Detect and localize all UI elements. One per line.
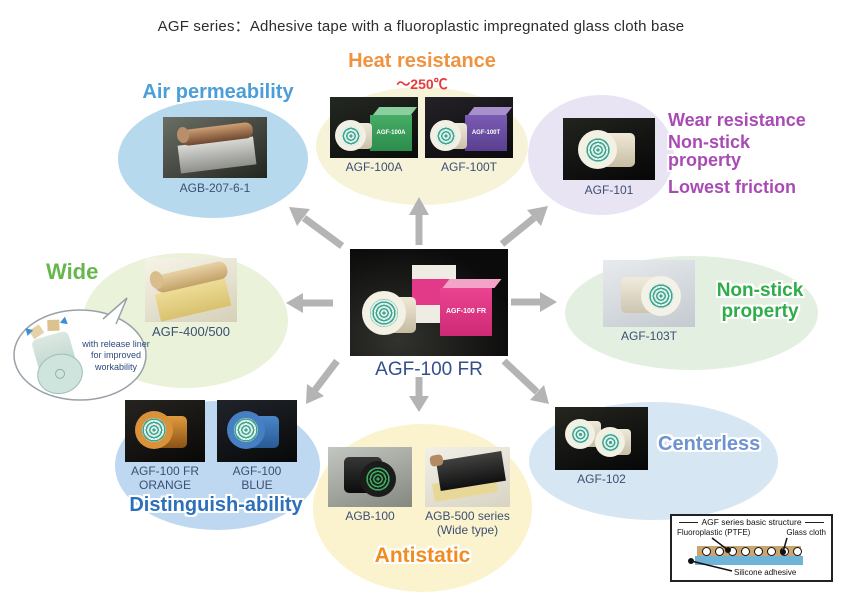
agf-100-blue-product-photo [217, 400, 297, 462]
arrow-up-left-icon [289, 207, 345, 249]
agf-100t-product-photo: AGF-100T [425, 97, 513, 158]
heat-resistance-heading: Heat resistance [348, 50, 496, 72]
arrow-right-icon [511, 292, 557, 312]
agf-100a-box: AGF-100A [370, 115, 412, 151]
lowest-friction-heading: Lowest friction [668, 177, 797, 197]
agf-100t-label: AGF-100T [440, 160, 497, 174]
agf-100-fr-label: AGF-100 FR [375, 359, 483, 380]
non-stick-property-heading-right-top: Non-stick property [668, 132, 751, 170]
arrow-down-icon [409, 377, 429, 412]
arrow-up-right-icon [499, 206, 548, 247]
air-permeability-heading: Air permeability [142, 81, 294, 103]
agb-100-label: AGB-100 [345, 509, 395, 523]
antistatic-heading: Antistatic [374, 544, 471, 567]
agf-103t-label: AGF-103T [620, 329, 677, 343]
agf-102-label: AGF-102 [577, 472, 626, 486]
non-stick-property-heading: Non-stick property [716, 280, 804, 322]
agf-102-product-photo [555, 407, 648, 470]
basic-structure-title: AGF series basic structure [676, 517, 827, 527]
fluoroplastic-label: Fluoroplastic (PTFE) [677, 528, 751, 537]
agf-100-fr-product-photo: AGF-100 FR [350, 249, 508, 356]
agf-100t-box: AGF-100T [465, 115, 507, 151]
agb-207-product-photo [163, 117, 267, 178]
distinguish-ability-heading: Distinguish-ability [129, 494, 303, 516]
agf-101-product-photo [563, 118, 655, 180]
agf-100a-label: AGF-100A [345, 160, 403, 174]
agf-100-blue-label: AGF-100 BLUE [232, 464, 282, 493]
heat-temperature-text: ～250℃ [396, 76, 448, 92]
agb-207-label: AGB-207-6-1 [179, 181, 251, 195]
release-liner-callout-text: with release liner for improved workabil… [82, 339, 150, 372]
arrow-down-right-icon [501, 358, 549, 404]
agb-500-label: AGB-500 series (Wide type) [425, 509, 510, 538]
agf-100-fr-orange-label: AGF-100 FR ORANGE [130, 464, 199, 493]
silicone-adhesive-layer [695, 556, 803, 565]
agf-100a-product-photo: AGF-100A [330, 97, 418, 158]
wear-resistance-heading: Wear resistance [668, 110, 806, 130]
silicone-adhesive-label: Silicone adhesive [734, 568, 797, 577]
basic-structure-box: AGF series basic structure Fluoroplastic… [670, 514, 833, 582]
agf-400-500-product-photo [145, 258, 237, 322]
agf-103t-product-photo [603, 260, 695, 327]
structure-leader-lines [688, 537, 788, 572]
agf-101-label: AGF-101 [584, 183, 634, 197]
page-title: AGF series：Adhesive tape with a fluoropl… [157, 18, 685, 35]
glass-cloth-label: Glass cloth [786, 528, 826, 537]
centerless-heading: Centerless [658, 433, 761, 455]
arrow-down-left-icon [306, 358, 340, 404]
wide-heading: Wide [46, 259, 99, 284]
agb-100-product-photo [328, 447, 412, 507]
agb-500-product-photo [425, 447, 510, 507]
agf-400-500-label: AGF-400/500 [151, 324, 231, 339]
agf-100-fr-orange-product-photo [125, 400, 205, 462]
arrow-left-icon [286, 293, 333, 313]
agf-100-fr-box: AGF-100 FR [440, 288, 492, 336]
